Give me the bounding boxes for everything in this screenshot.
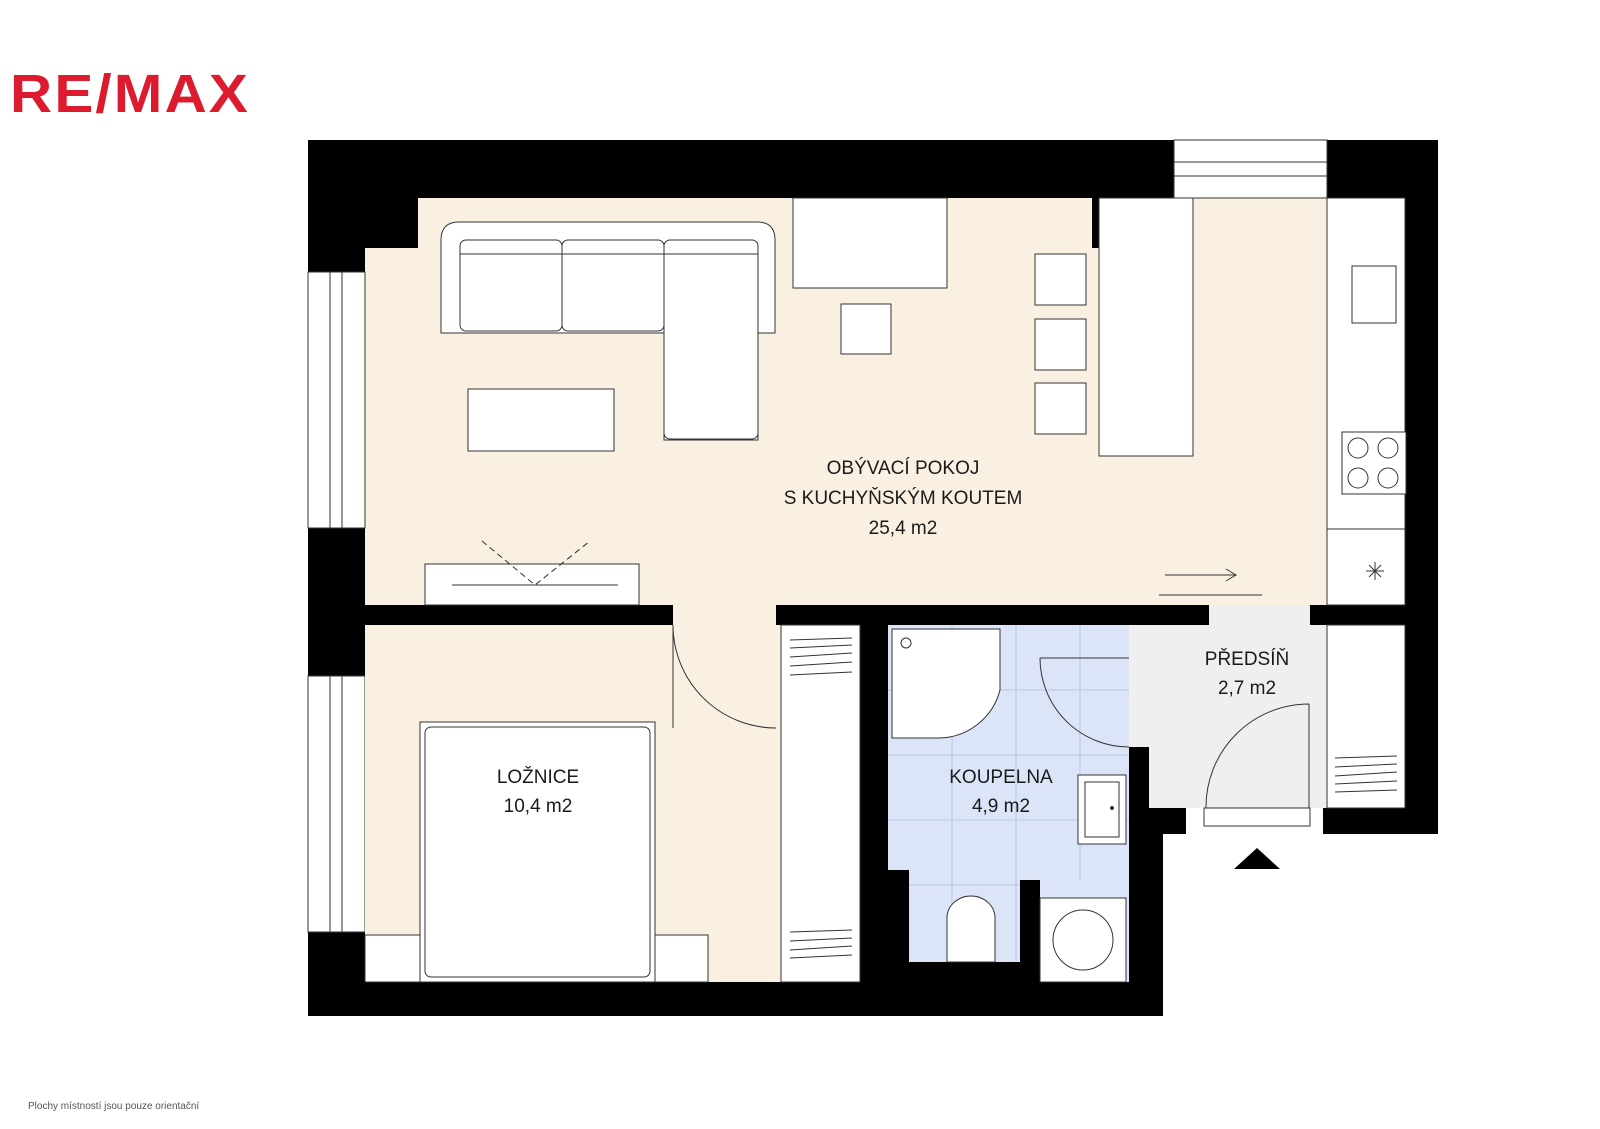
bathroom-name: KOUPELNA — [949, 767, 1053, 788]
bedroom-door-opening — [673, 605, 776, 625]
bar-stool-3 — [1034, 382, 1087, 435]
entrance-door-swing — [1205, 703, 1310, 809]
tv-view-lines — [481, 540, 591, 586]
kitchen-island — [1098, 197, 1194, 457]
hallway-opening-top — [1209, 605, 1310, 625]
hallway-floor — [1129, 625, 1327, 808]
living-room-area: 25,4 m2 — [869, 518, 938, 539]
coffee-table — [467, 388, 615, 452]
living-room-name-line2: S KUCHYŇSKÝM KOUTEM — [784, 487, 1023, 509]
fridge-icon — [1366, 562, 1384, 580]
hallway-name: PŘEDSÍŇ — [1205, 648, 1289, 670]
bedroom-area: 10,4 m2 — [504, 796, 573, 817]
nightstand-right — [654, 934, 709, 983]
shower-drain — [900, 637, 912, 649]
nightstand-left — [364, 934, 421, 983]
stool — [840, 303, 892, 355]
bar-stool-2 — [1034, 318, 1087, 371]
footnote: Plochy místností jsou pouze orientační — [28, 1101, 200, 1112]
bathroom-door-swing — [1039, 657, 1130, 748]
kitchen-counter — [1326, 197, 1406, 606]
hallway-wardrobe — [1326, 624, 1406, 809]
bathroom-sink — [1077, 774, 1127, 845]
shower-tray — [891, 628, 1001, 739]
dining-table — [792, 197, 948, 289]
window-left-bedroom — [307, 675, 366, 933]
bar-stool-1 — [1034, 253, 1087, 306]
remax-logo: RE/MAX — [10, 66, 250, 118]
hallway-area: 2,7 m2 — [1218, 678, 1276, 699]
toilet — [946, 895, 996, 963]
bedroom-wardrobe — [780, 624, 861, 983]
bathroom-area: 4,9 m2 — [972, 796, 1030, 817]
entrance-threshold — [1203, 807, 1311, 827]
window-left-living — [307, 271, 366, 529]
entrance-arrow-icon — [1234, 848, 1280, 869]
bedroom-name: LOŽNICE — [497, 766, 579, 788]
living-room-name-line1: OBÝVACÍ POKOJ — [827, 458, 980, 479]
svg-text:RE/MAX: RE/MAX — [10, 66, 250, 118]
direction-arrow-icon — [1159, 568, 1262, 596]
bedroom-door-swing — [672, 624, 777, 729]
window-top — [1173, 139, 1328, 199]
kitchen-sink — [1351, 265, 1397, 324]
